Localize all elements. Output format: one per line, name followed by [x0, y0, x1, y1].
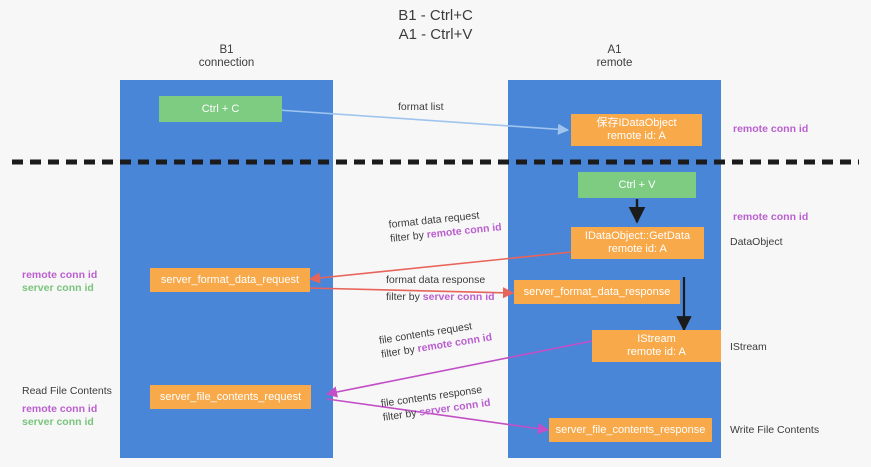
box-istream-line2: remote id: A	[627, 346, 686, 358]
box-ctrl-c[interactable]: Ctrl + C	[159, 96, 282, 122]
edge-label-format-list: format list	[398, 101, 444, 113]
annotation-left-bottom-server-conn-id: server conn id	[22, 416, 94, 428]
box-istream[interactable]: IStream remote id: A	[592, 330, 721, 362]
box-server-file-contents-response[interactable]: server_file_contents_response	[549, 418, 712, 442]
lane-header-a1: A1 remote	[508, 44, 721, 70]
box-ctrl-c-label: Ctrl + C	[201, 102, 240, 115]
edge-label-format-data-request: format data request filter by remote con…	[388, 206, 502, 246]
lane-header-b1-name: B1	[219, 44, 234, 56]
page-title: B1 - Ctrl+C A1 - Ctrl+V	[0, 6, 871, 44]
box-idataobject-getdata[interactable]: IDataObject::GetData remote id: A	[571, 227, 704, 259]
annotation-left-bottom-conn-ids: remote conn id server conn id	[22, 403, 97, 429]
edge-label-format-data-response: format data response filter by server co…	[386, 273, 495, 304]
box-server-format-data-request[interactable]: server_format_data_request	[150, 268, 310, 292]
annotation-right-mid-remote-conn-id: remote conn id	[733, 211, 809, 223]
box-server-format-data-response-label: server_format_data_response	[523, 285, 671, 298]
lane-header-b1: B1 connection	[120, 44, 333, 70]
annotation-right-write-file-contents: Write File Contents	[730, 424, 820, 436]
box-server-file-contents-response-label: server_file_contents_response	[555, 423, 706, 436]
annotation-left-remote-conn-id: remote conn id	[22, 269, 98, 281]
box-server-format-data-response[interactable]: server_format_data_response	[514, 280, 680, 304]
box-server-format-data-request-label: server_format_data_request	[160, 273, 300, 286]
box-ctrl-v[interactable]: Ctrl + V	[578, 172, 696, 198]
box-server-file-contents-request[interactable]: server_file_contents_request	[150, 385, 311, 409]
lane-header-b1-role: connection	[198, 57, 255, 69]
annotation-left-conn-ids: remote conn id server conn id	[22, 269, 97, 295]
annotation-left-bottom-remote-conn-id: remote conn id	[22, 403, 98, 415]
lane-header-a1-name: A1	[607, 44, 622, 56]
box-istream-line1: IStream	[637, 333, 676, 345]
box-server-file-contents-request-label: server_file_contents_request	[159, 390, 302, 403]
edge-label-format-data-response-line1: format data response	[386, 274, 486, 286]
edge-label-format-data-response-line2: filter by server conn id	[386, 291, 495, 303]
title-line-1: B1 - Ctrl+C	[398, 7, 473, 24]
box-save-idataobject-line2: remote id: A	[607, 130, 666, 142]
box-ctrl-v-label: Ctrl + V	[618, 178, 656, 191]
edge-label-file-contents-request: file contents request filter by remote c…	[378, 316, 493, 361]
annotation-right-top-remote-conn-id: remote conn id	[733, 123, 809, 135]
box-save-idataobject[interactable]: 保存IDataObject remote id: A	[571, 114, 702, 146]
annotation-left-read-file-contents: Read File Contents	[22, 385, 112, 397]
box-idataobject-getdata-line2: remote id: A	[608, 243, 667, 255]
annotation-left-server-conn-id: server conn id	[22, 282, 94, 294]
annotation-right-istream: IStream	[730, 341, 767, 353]
box-idataobject-getdata-line1: IDataObject::GetData	[584, 230, 691, 242]
edge-label-file-contents-response: file contents response filter by server …	[380, 382, 491, 425]
annotation-right-dataobject: DataObject	[730, 236, 783, 248]
box-save-idataobject-line1: 保存IDataObject	[596, 117, 677, 129]
title-line-2: A1 - Ctrl+V	[398, 26, 473, 43]
lane-header-a1-role: remote	[596, 57, 633, 69]
